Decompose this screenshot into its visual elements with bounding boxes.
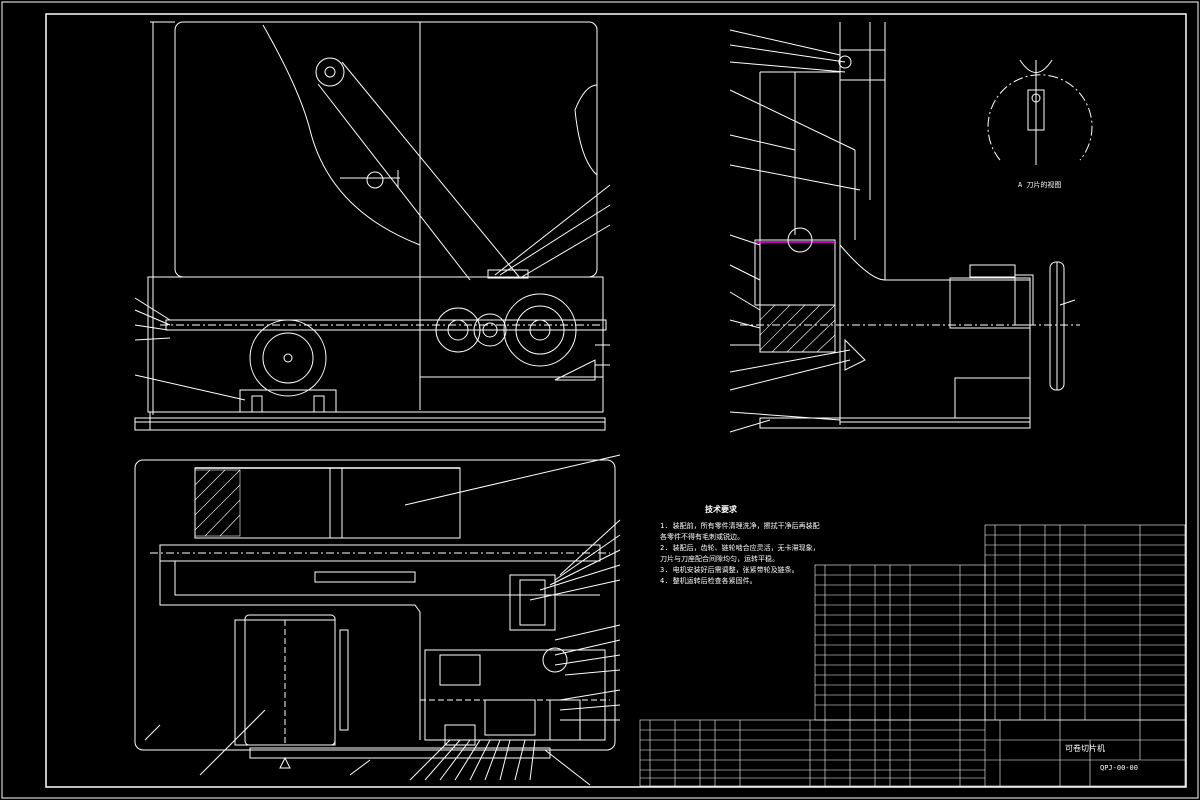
notes-line: 1. 装配前，所有零件清理洗净，擦拭干净后再装配	[660, 522, 820, 530]
plan-view-leaders	[144, 454, 621, 786]
drawing-number: QPJ-00-00	[1100, 764, 1138, 772]
inner-frame	[45, 13, 1187, 788]
parts-list	[639, 524, 1186, 787]
notes-line: 各零件不得有毛刺或锐边。	[660, 533, 744, 541]
notes-line: 4. 整机运转后检查各紧固件。	[660, 577, 757, 585]
plan-view	[134, 459, 616, 769]
detail-view-label: A 刀片的视图	[1018, 181, 1062, 189]
notes-line: 2. 装配后，齿轮、链轮啮合应灵活，无卡滞现象，	[660, 544, 820, 552]
detail-a-view	[987, 59, 1093, 165]
notes-line: 3. 电机安装好后需调整，张紧带轮及链条。	[660, 566, 799, 574]
notes-heading: 技术要求	[705, 505, 737, 514]
front-view-leaders	[134, 184, 611, 401]
notes-line: 刀片与刀座配合间隙均匀，运转平稳。	[660, 555, 779, 563]
side-view	[740, 22, 1080, 429]
drawing-title: 可卷切片机	[1065, 744, 1105, 753]
front-view	[134, 21, 607, 431]
technical-notes: 技术要求 1. 装配前，所有零件清理洗净，擦拭干净后再装配 各零件不得有毛刺或锐…	[660, 505, 820, 585]
side-view-leaders	[729, 29, 1076, 433]
